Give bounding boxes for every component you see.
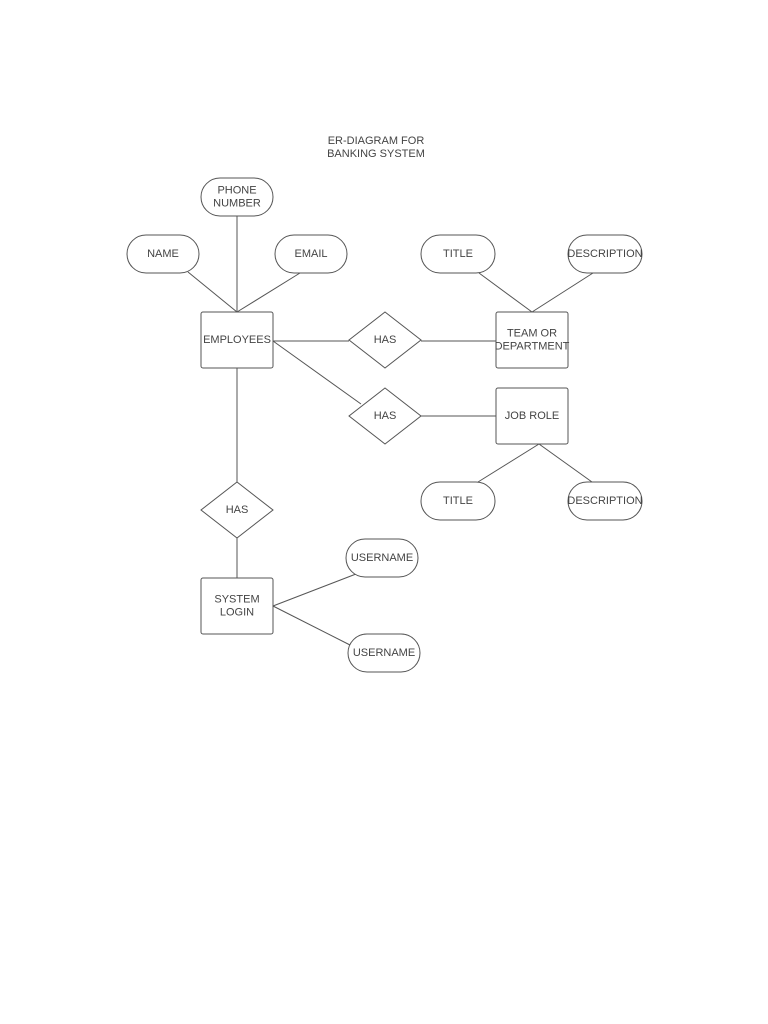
entity-box	[200, 311, 274, 369]
entity-box	[495, 387, 569, 445]
attribute-job-title: TITLE	[420, 481, 496, 521]
attribute-email-label: EMAIL	[294, 248, 327, 260]
relationship-has-login-label: HAS	[226, 504, 249, 516]
attribute-oval	[420, 481, 496, 521]
entity-login-label: LOGIN	[220, 607, 254, 619]
attribute-team-title-label: TITLE	[443, 248, 473, 260]
edge-employees-has_job	[272, 340, 362, 405]
attribute-user2-label: USERNAME	[353, 647, 415, 659]
diagram-title-line: BANKING SYSTEM	[327, 148, 425, 160]
entity-employees-label: EMPLOYEES	[203, 334, 271, 346]
entity-jobrole-label: JOB ROLE	[505, 410, 559, 422]
edge-email-employees	[236, 272, 301, 313]
entity-login-label: SYSTEM	[214, 594, 259, 606]
entity-jobrole: JOB ROLE	[495, 387, 569, 445]
attribute-team-desc-label: DESCRIPTION	[567, 248, 642, 260]
edge-login-user1	[272, 573, 357, 607]
relationship-diamond	[200, 481, 274, 539]
entity-team-label: DEPARTMENT	[495, 341, 570, 353]
attribute-oval	[200, 177, 274, 217]
attribute-name: NAME	[126, 234, 200, 274]
entity-box	[200, 577, 274, 635]
attribute-oval	[274, 234, 348, 274]
attribute-job-desc-label: DESCRIPTION	[567, 495, 642, 507]
attribute-oval	[567, 481, 643, 521]
attribute-user1: USERNAME	[345, 538, 419, 578]
attribute-oval	[345, 538, 419, 578]
attribute-oval	[347, 633, 421, 673]
attribute-team-desc: DESCRIPTION	[567, 234, 643, 274]
attribute-job-title-label: TITLE	[443, 495, 473, 507]
relationship-diamond	[348, 387, 422, 445]
relationship-has-team: HAS	[348, 311, 422, 369]
edge-jobrole-job_desc	[538, 443, 593, 483]
entity-box	[495, 311, 569, 369]
attribute-phone-label: NUMBER	[213, 198, 261, 210]
relationship-has-job-label: HAS	[374, 410, 397, 422]
attribute-job-desc: DESCRIPTION	[567, 481, 643, 521]
attribute-oval	[567, 234, 643, 274]
relationship-diamond	[348, 311, 422, 369]
edge-team_title-team	[478, 272, 533, 313]
edge-login-user2	[272, 605, 351, 646]
entity-team-label: TEAM OR	[507, 328, 557, 340]
attribute-user1-label: USERNAME	[351, 552, 413, 564]
edge-team_desc-team	[531, 272, 594, 313]
attribute-oval	[126, 234, 200, 274]
edge-jobrole-job_title	[477, 443, 540, 483]
attribute-team-title: TITLE	[420, 234, 496, 274]
edge-name-employees	[187, 271, 238, 313]
diagram-title-line: ER-DIAGRAM FOR	[328, 135, 425, 147]
relationship-has-login: HAS	[200, 481, 274, 539]
relationship-has-team-label: HAS	[374, 334, 397, 346]
attribute-user2: USERNAME	[347, 633, 421, 673]
attribute-email: EMAIL	[274, 234, 348, 274]
attribute-oval	[420, 234, 496, 274]
attribute-phone-label: PHONE	[217, 185, 256, 197]
entity-employees: EMPLOYEES	[200, 311, 274, 369]
edges-layer	[187, 216, 594, 646]
relationship-has-job: HAS	[348, 387, 422, 445]
attribute-name-label: NAME	[147, 248, 179, 260]
